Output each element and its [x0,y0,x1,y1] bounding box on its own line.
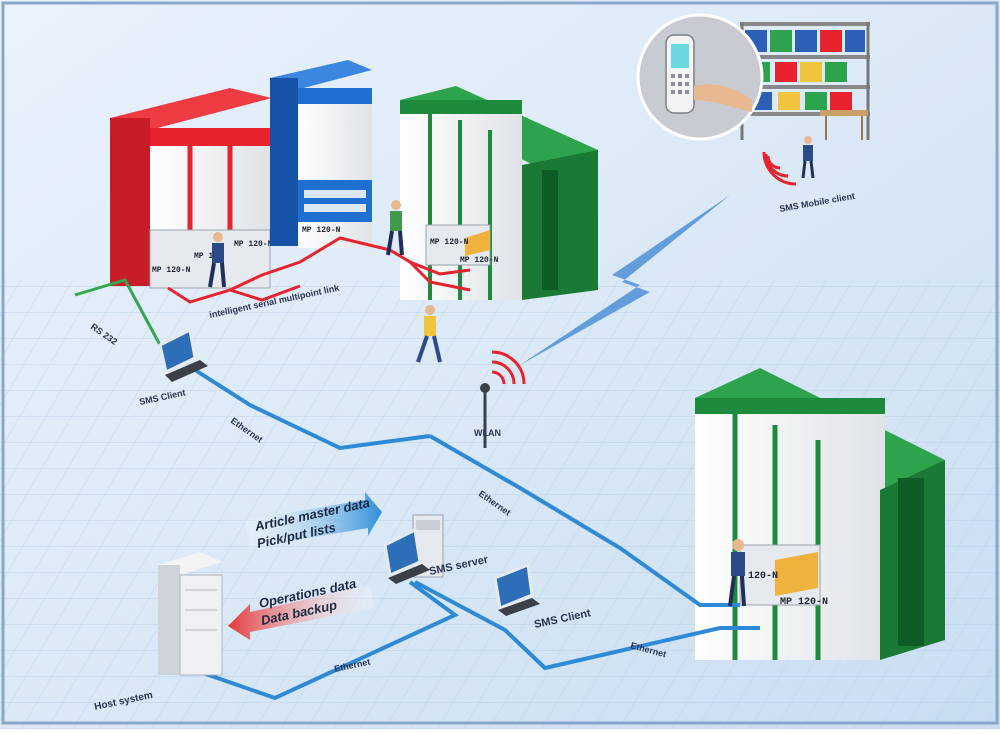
host-system-server [158,552,223,676]
unit-label-green-bottom-2: MP 120-N [780,597,828,608]
operator-figure-bottom [728,539,746,607]
shelving-rack [740,22,870,140]
unit-label-red-1: MP 120-N [152,266,191,275]
sms-server-computer [383,514,444,584]
operator-figure-2 [386,200,404,256]
mobile-device-inset [636,13,764,141]
rs232-link [74,278,162,346]
blue-storage-unit: MP 120-N [270,60,372,248]
unit-label-blue: MP 120-N [302,226,341,235]
unit-label-green-bottom-1: 120-N [748,571,778,582]
sms-client-left-computer [158,327,208,382]
walking-worker-figure [416,305,442,363]
green-storage-unit-bottom: 120-N MP 120-N [695,368,945,660]
wireless-lightning-icon [520,195,730,365]
ethernet-network [193,368,760,701]
operator-figure-1 [208,232,226,288]
wlan-antenna [480,350,526,393]
mobile-signal-waves [762,151,797,186]
unit-label-green-top-2: MP 120-N [460,256,499,265]
sms-client-right-computer [493,562,540,616]
unit-label-red-3: MP 120-N [234,240,273,249]
label-wlan: WLAN [474,428,501,438]
unit-label-red-2: MP 1 [194,252,213,261]
unit-label-green-top-1: MP 120-N [430,238,469,247]
mobile-client-worker-figure [801,136,815,179]
serial-multipoint-link [167,236,471,304]
red-storage-units: MP 120-N MP 1 MP 120-N [110,88,273,289]
